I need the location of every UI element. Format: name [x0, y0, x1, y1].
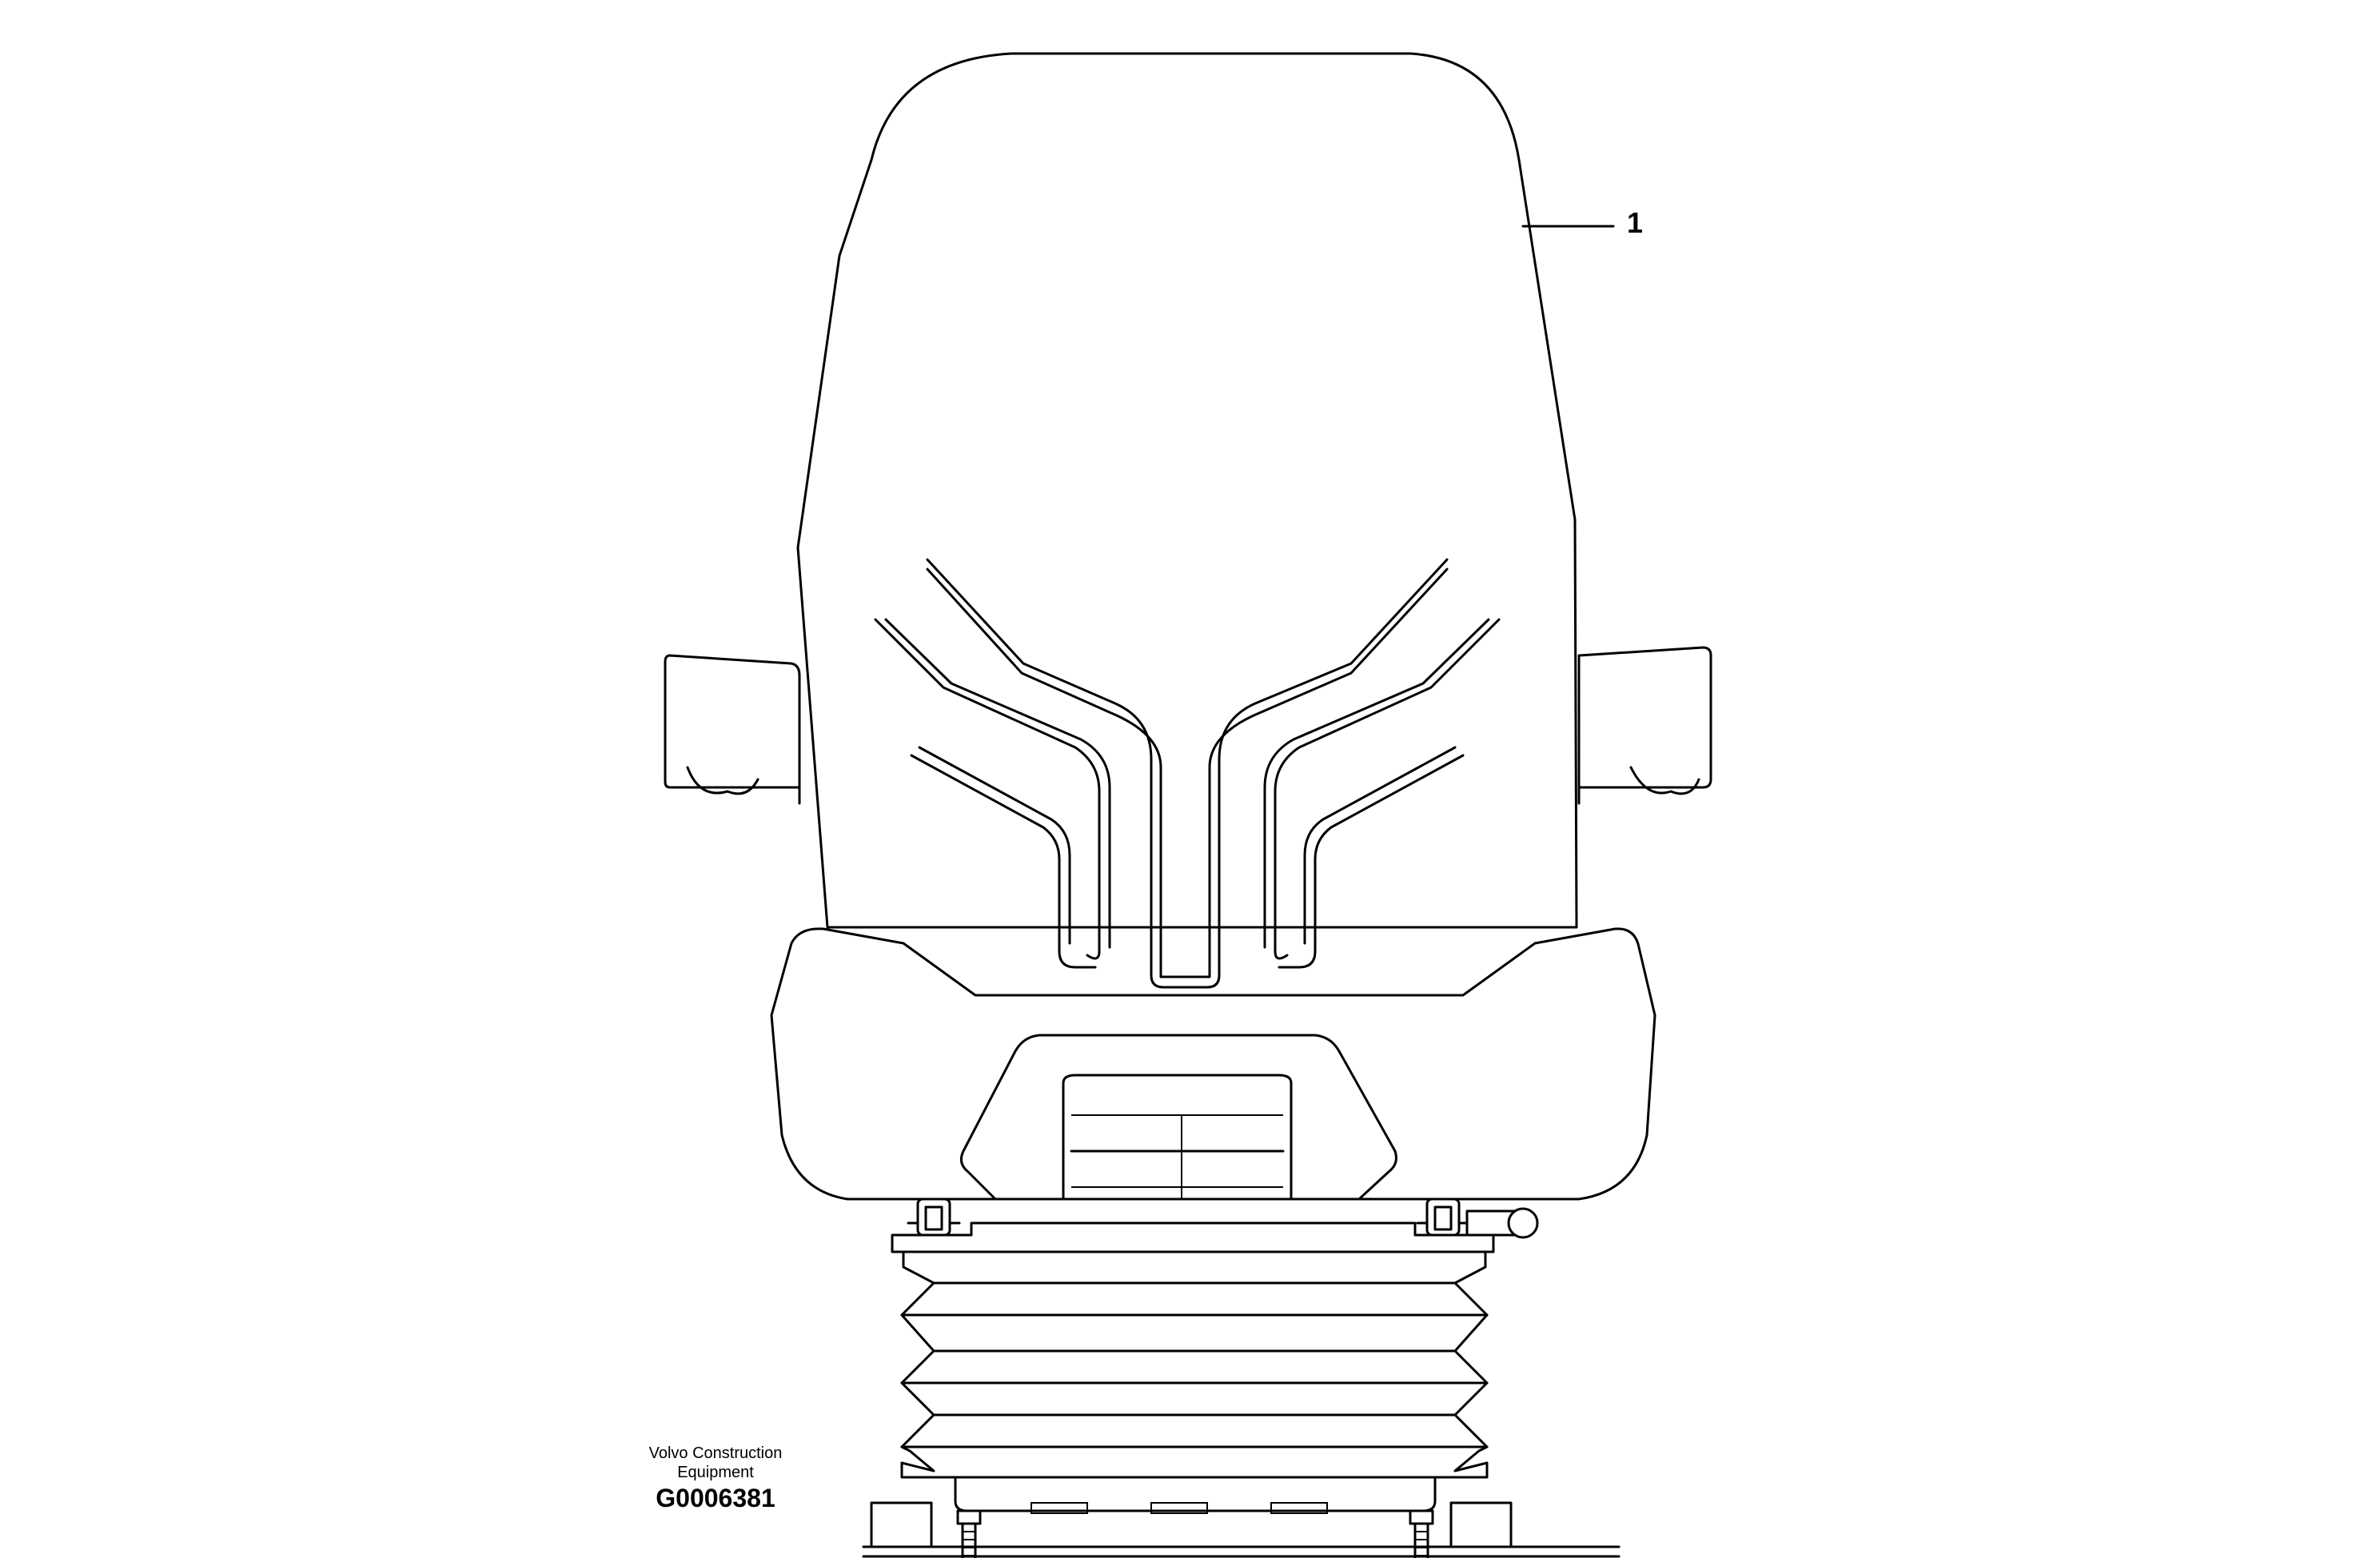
left-armrest [664, 654, 801, 805]
callout-label-1: 1 [1627, 206, 1644, 239]
manufacturer-label: Volvo Construction Equipment [648, 1444, 783, 1481]
backrest-outline [796, 52, 1578, 929]
backrest-stitching [874, 558, 1501, 989]
suspension-base [862, 1476, 1621, 1558]
drawing-number: G0006381 [656, 1484, 775, 1512]
right-armrest [1577, 646, 1712, 805]
mount-brackets [907, 1197, 1539, 1239]
suspension-top-plate [891, 1221, 1495, 1253]
seat-cushion [770, 927, 1656, 1201]
suspension-bellows [900, 1250, 1489, 1479]
